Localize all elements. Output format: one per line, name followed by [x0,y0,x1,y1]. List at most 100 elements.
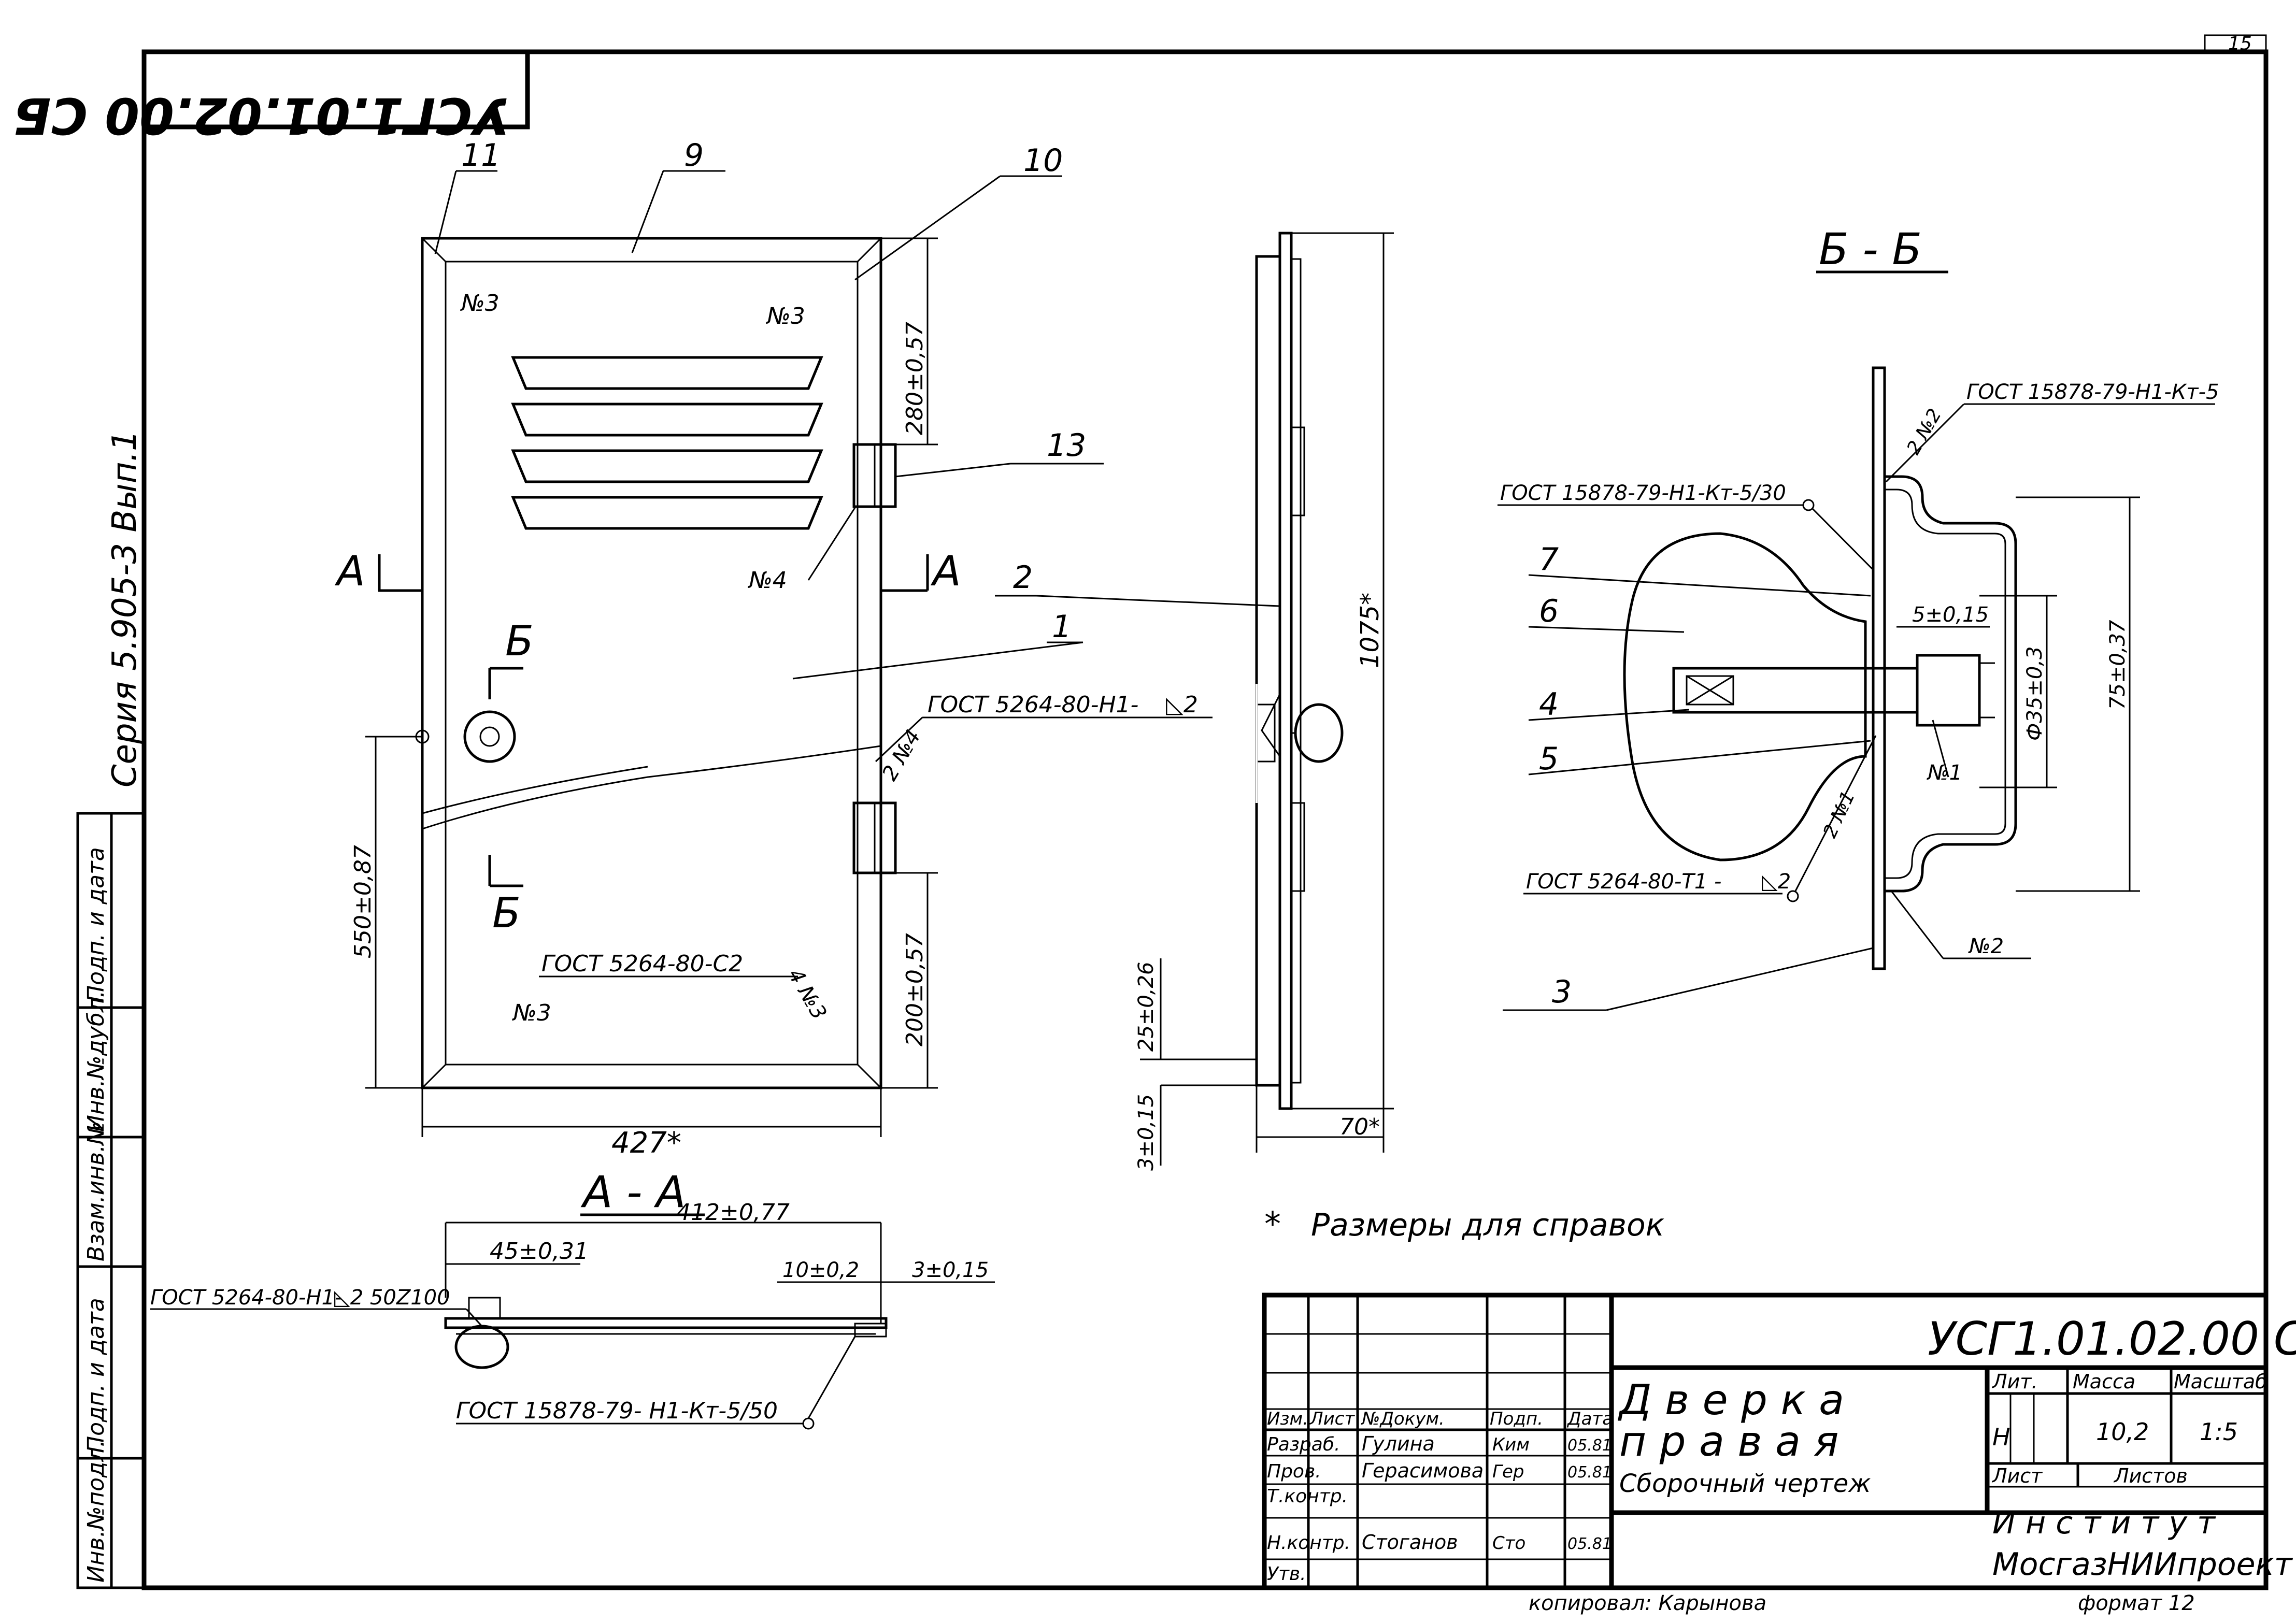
svg-text:№1: №1 [1927,761,1962,785]
svg-text:Дата: Дата [1566,1409,1613,1429]
section-bb: Б - Б 5±0,15 Ф35±0,3 75±0,37 ГОСТ 15878-… [1498,224,2219,1011]
svg-text:Д в е р к а: Д в е р к а [1618,1376,1844,1424]
door-knob [463,710,516,763]
svg-text:ГОСТ 5264-80-С2: ГОСТ 5264-80-С2 [541,951,743,977]
left-stamp: Инв.№подл. Подп. и дата Взам.инв.№ Инв.№… [76,812,146,1589]
svg-text:427*: 427* [611,1126,681,1160]
svg-text:Гер: Гер [1492,1461,1524,1482]
svg-text:550±0,87: 550±0,87 [350,845,376,958]
svg-text:◺2 50Z100: ◺2 50Z100 [334,1286,450,1310]
svg-text:1075*: 1075* [1356,593,1385,668]
svg-text:№Докум.: №Докум. [1361,1409,1445,1429]
svg-text:МосгазНИИпроект: МосгазНИИпроект [1992,1546,2293,1583]
svg-text:2 №4: 2 №4 [878,726,925,785]
front-leaders: 11 9 10 13 1 №3 №3 №4 №3 ГОСТ 5264-80-Н1… [434,137,1213,1026]
svg-text:4 №3: 4 №3 [783,965,831,1024]
cut-a-left: А [334,547,365,595]
svg-text:05.81: 05.81 [1567,1535,1612,1553]
front-view: А А Б Б [334,237,961,1089]
footnote-text: Размеры для справок [1311,1207,1664,1243]
svg-text:Листов: Листов [2113,1464,2188,1487]
svg-text:75±0,37: 75±0,37 [2106,620,2130,710]
svg-text:Б - Б: Б - Б [1819,224,1922,275]
svg-text:Сто: Сто [1492,1533,1525,1554]
footnote-star: * [1264,1205,1281,1244]
svg-text:5±0,15: 5±0,15 [1912,603,1989,627]
series-label: Серия 5.905-3 Вып.1 [106,430,144,787]
drawing-code: УСГ1.01.02.00 СБ [1928,1312,2296,1366]
title-block: Изм. Лист №Докум. Подп. Дата Разраб. Гул… [1262,1292,2296,1590]
svg-text:Лит.: Лит. [1991,1370,2038,1393]
svg-text:Подп. и дата: Подп. и дата [83,847,109,1002]
side-view: 2 1075* 25±0,26 3±0,15 70* [995,232,1394,1171]
svg-text:412±0,77: 412±0,77 [676,1199,790,1226]
svg-text:Инв.№дубл.: Инв.№дубл. [83,990,109,1132]
svg-text:280±0,57: 280±0,57 [902,322,928,435]
svg-text:Ф35±0,3: Ф35±0,3 [2023,647,2047,741]
svg-text:2 №1: 2 №1 [1819,788,1859,841]
svg-text:◺2: ◺2 [1762,870,1791,894]
svg-text:13: 13 [1047,427,1086,464]
svg-text:45±0,31: 45±0,31 [490,1238,589,1265]
svg-text:Лист: Лист [1309,1409,1355,1429]
svg-text:1:5: 1:5 [2200,1418,2238,1446]
svg-text:25±0,26: 25±0,26 [1134,962,1158,1052]
svg-text:Стоганов: Стоганов [1362,1531,1458,1554]
svg-text:Инв.№подл.: Инв.№подл. [83,1440,109,1583]
svg-text:10,2: 10,2 [2096,1418,2149,1446]
svg-text:Утв.: Утв. [1267,1563,1306,1585]
svg-text:200±0,57: 200±0,57 [902,933,928,1046]
svg-text:05.81: 05.81 [1567,1437,1612,1455]
svg-text:3±0,15: 3±0,15 [912,1258,989,1282]
svg-text:2 №2: 2 №2 [1903,405,1946,458]
mirrored-code-stamp: УСГ1.01.02.00 СБ [13,49,530,145]
svg-text:Н: Н [1992,1423,2010,1451]
svg-text:ГОСТ 5264-80-Н1-: ГОСТ 5264-80-Н1- [150,1286,342,1310]
svg-text:5: 5 [1539,741,1559,777]
svg-text:Масштаб: Масштаб [2174,1370,2268,1393]
svg-text:70*: 70* [1339,1114,1380,1140]
svg-text:Н.контр.: Н.контр. [1267,1532,1350,1554]
section-aa: А - А 412±0,77 45±0,31 10±0,2 3±0,15 ГОС… [150,1167,995,1430]
svg-text:Гулина: Гулина [1362,1432,1435,1455]
svg-text:10±0,2: 10±0,2 [782,1258,859,1282]
sheet-number: 15 [2228,33,2252,54]
svg-text:УСГ1.01.02.00 СБ: УСГ1.01.02.00 СБ [13,87,510,145]
svg-text:№3: №3 [511,1000,551,1026]
svg-text:И н с т и т у т: И н с т и т у т [1992,1505,2216,1541]
svg-text:Сборочный чертеж: Сборочный чертеж [1619,1469,1871,1498]
cut-b-top: Б [505,617,534,665]
copied-by: копировал: Карынова [1529,1591,1766,1615]
svg-text:6: 6 [1539,593,1559,629]
svg-text:2: 2 [1013,559,1033,596]
svg-text:№4: №4 [747,567,787,594]
break-line [422,745,881,830]
svg-text:№3: №3 [460,290,500,317]
svg-text:Изм.: Изм. [1267,1409,1308,1429]
format-label: формат 12 [2078,1591,2195,1615]
svg-text:Пров.: Пров. [1267,1461,1321,1482]
front-dimensions: 280±0,57 550±0,87 200±0,57 427* [350,237,938,1160]
svg-text:Подп.: Подп. [1490,1409,1543,1429]
louvers [511,356,823,530]
svg-text:ГОСТ 5264-80-Т1 -: ГОСТ 5264-80-Т1 - [1526,870,1721,894]
svg-text:ГОСТ 15878-79- Н1-Кт-5/50: ГОСТ 15878-79- Н1-Кт-5/50 [456,1398,778,1424]
svg-text:ГОСТ 15878-79-Н1-Кт-5/30: ГОСТ 15878-79-Н1-Кт-5/30 [1500,481,1786,505]
svg-text:Подп. и дата: Подп. и дата [83,1298,109,1453]
svg-text:11: 11 [461,137,501,174]
svg-text:05.81: 05.81 [1567,1463,1612,1482]
cut-a-right: А [930,547,961,595]
svg-text:3: 3 [1552,974,1572,1010]
svg-text:9: 9 [684,137,704,174]
svg-text:№3: №3 [765,303,805,329]
svg-text:Лист: Лист [1991,1464,2043,1487]
svg-text:◺2: ◺2 [1166,692,1198,718]
svg-text:10: 10 [1023,142,1063,179]
svg-text:Герасимова: Герасимова [1362,1459,1484,1482]
knob-section [1623,532,1867,861]
svg-text:ГОСТ 15878-79-Н1-Кт-5: ГОСТ 15878-79-Н1-Кт-5 [1966,380,2219,404]
svg-text:п р а в а я: п р а в а я [1619,1417,1839,1466]
svg-text:Ким: Ким [1492,1434,1530,1455]
svg-text:Масса: Масса [2073,1370,2135,1393]
